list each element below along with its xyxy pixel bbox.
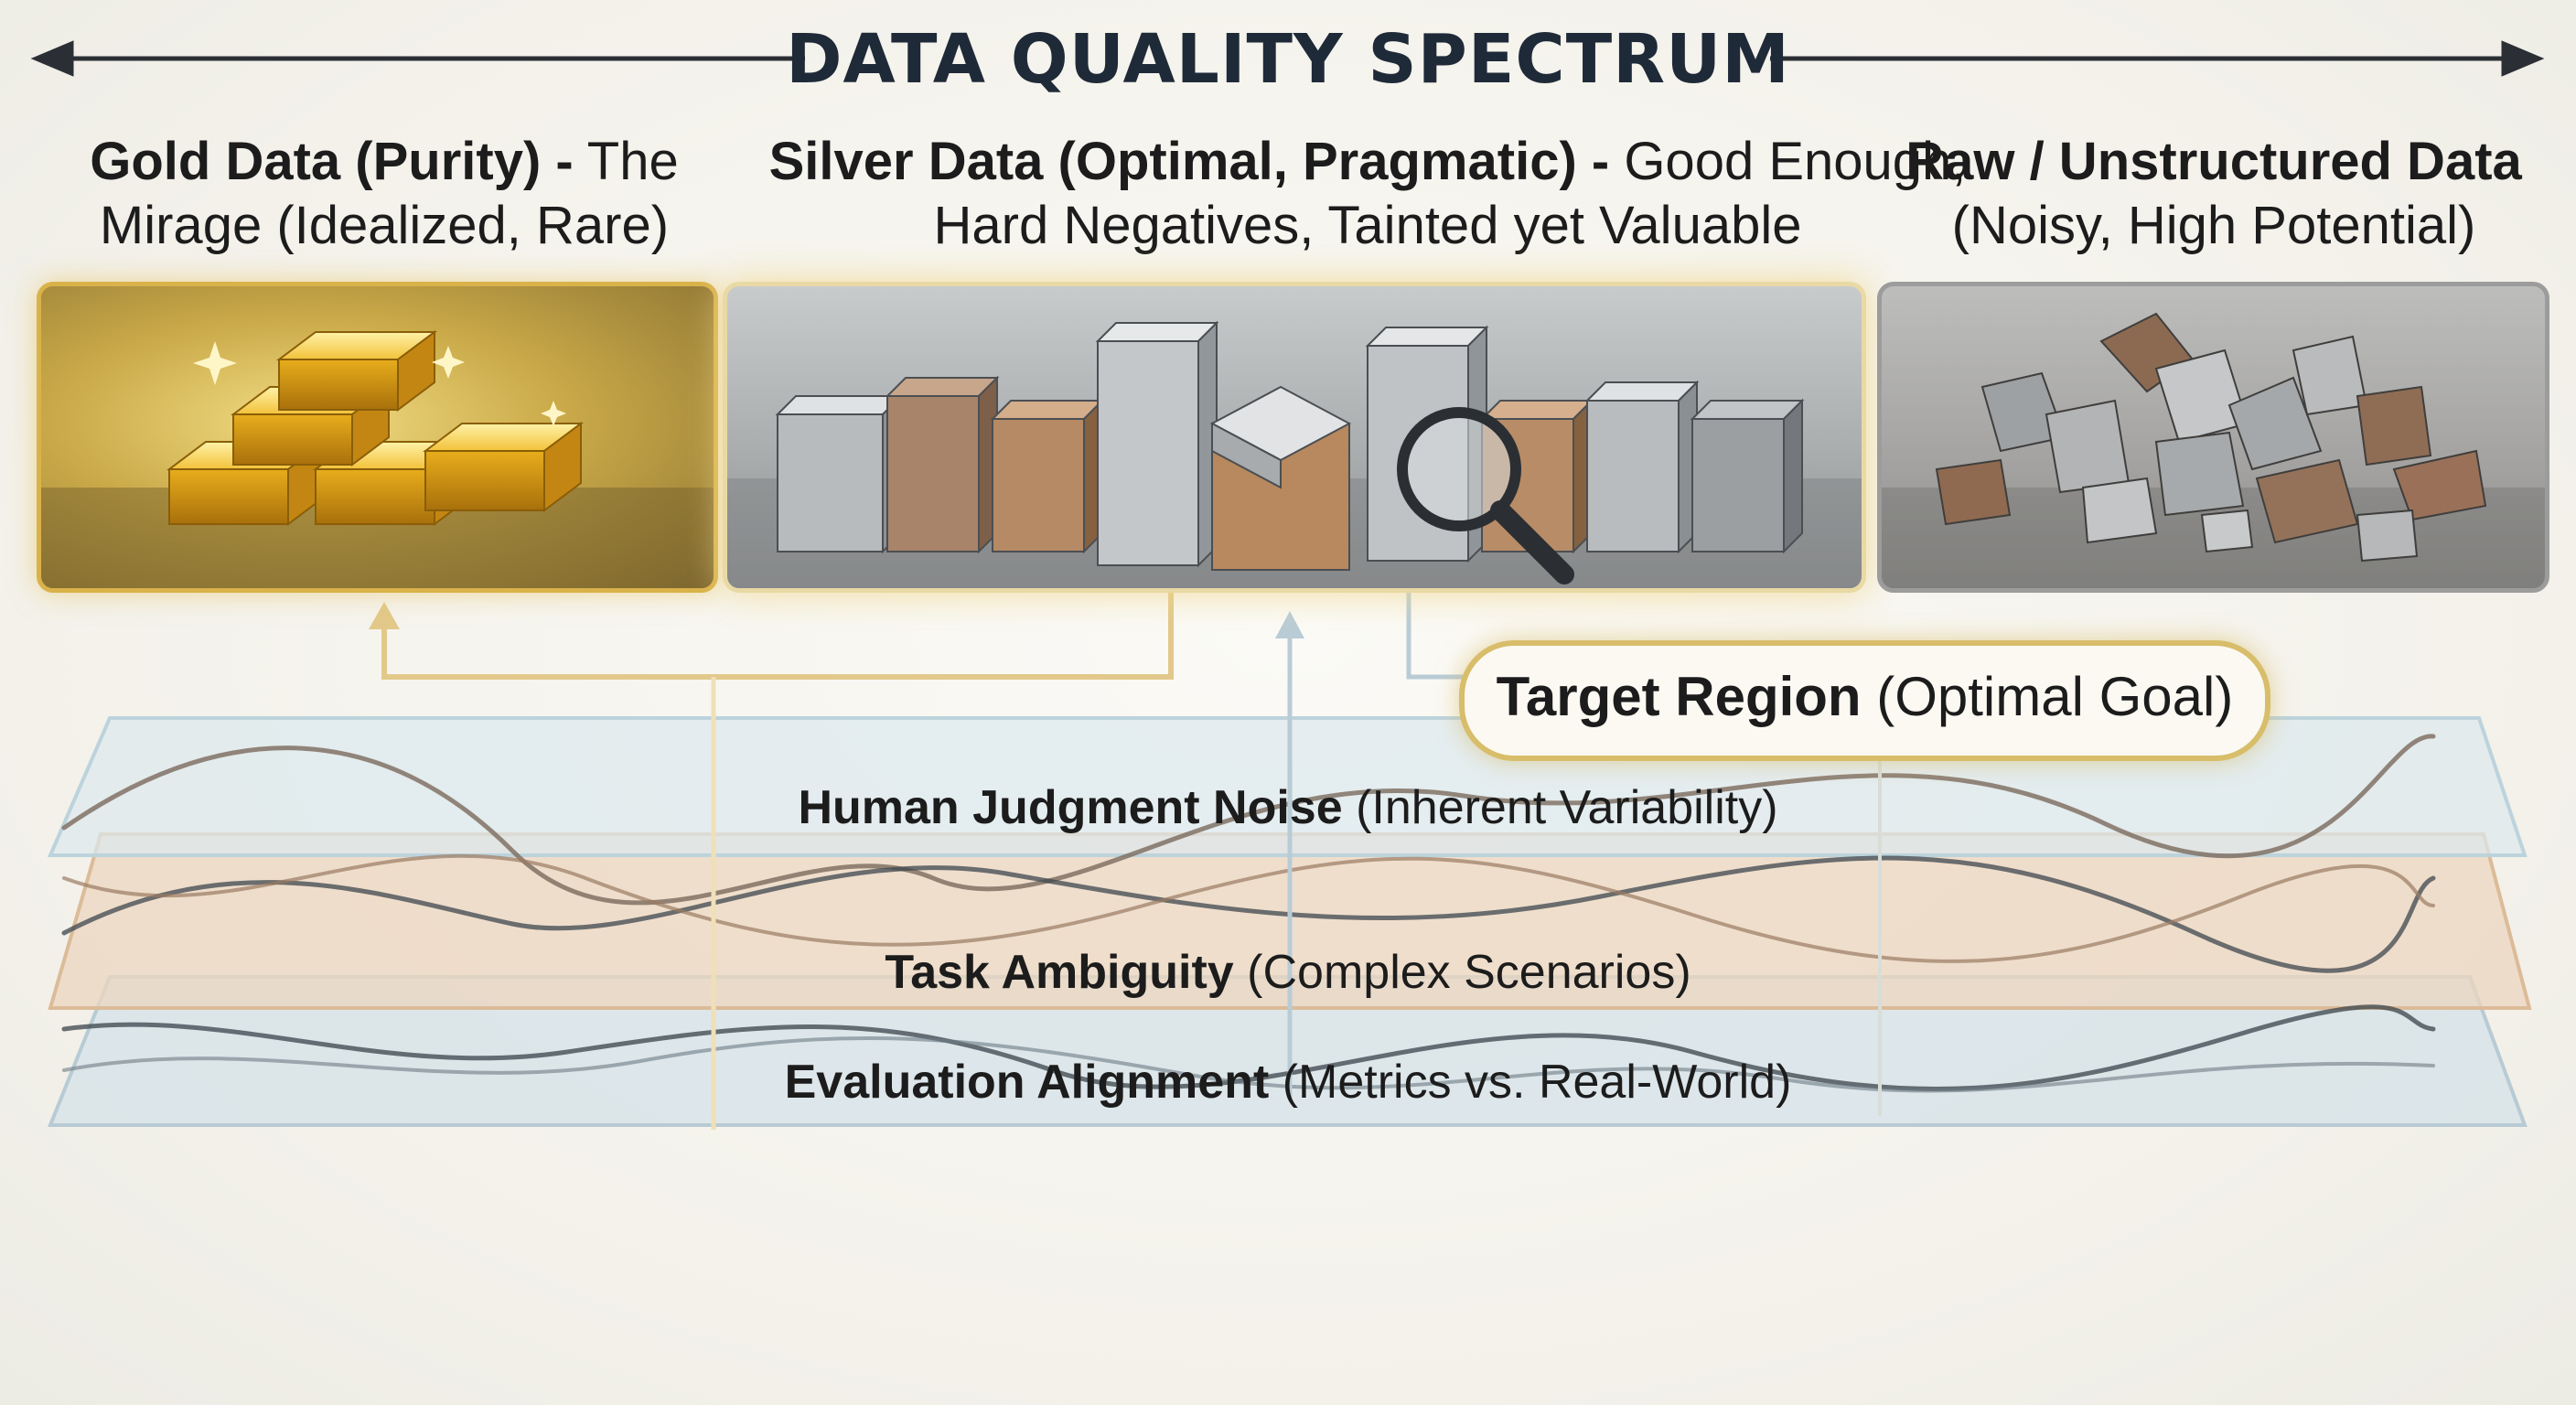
- gold-bars-icon: [41, 330, 714, 588]
- sparkle-icon: [193, 341, 566, 426]
- silver-blocks-panel: [723, 282, 1866, 593]
- human-judgment-noise-label: Human Judgment Noise (Inherent Variabili…: [798, 781, 1778, 834]
- rubble-icon: [1882, 312, 2545, 588]
- diagram-title: DATA QUALITY SPECTRUM: [786, 20, 1790, 99]
- spectrum-arrow: [30, 40, 2545, 77]
- connector-lines: [369, 593, 1882, 1130]
- raw-rubble-panel: [1877, 282, 2549, 593]
- raw-data-heading: Raw / Unstructured Data (Noisy, High Pot…: [1905, 132, 2522, 255]
- gold-bars-panel: [37, 282, 718, 593]
- silver-blocks-icon: [727, 320, 1862, 588]
- silver-data-heading: Silver Data (Optimal, Pragmatic) - Good …: [768, 132, 1967, 255]
- target-region-label: Target Region (Optimal Goal): [1459, 640, 2270, 761]
- magnifier-icon: [1397, 407, 1574, 585]
- task-ambiguity-label: Task Ambiguity (Complex Scenarios): [885, 946, 1691, 999]
- noise-waves: [61, 734, 2436, 1093]
- gold-data-heading: Gold Data (Purity) - The Mirage (Idealiz…: [90, 132, 679, 255]
- evaluation-alignment-label: Evaluation Alignment (Metrics vs. Real-W…: [784, 1056, 1792, 1109]
